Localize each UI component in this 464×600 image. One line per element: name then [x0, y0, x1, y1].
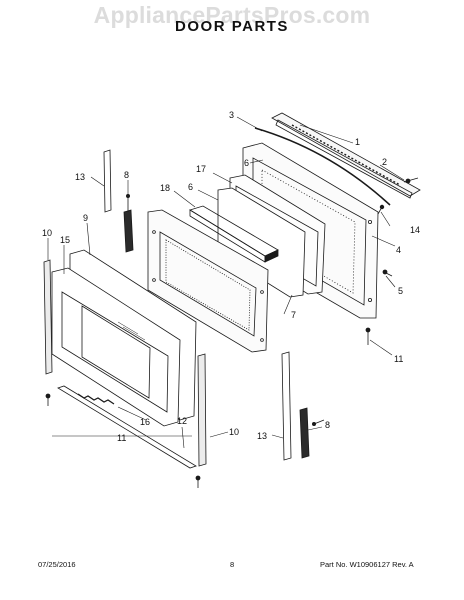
callout-6: 6 — [244, 158, 249, 168]
callout-6b: 6 — [188, 182, 193, 192]
part-screw-2 — [403, 177, 419, 184]
callout-labels: 1 2 3 4 5 6 6 7 8 8 9 10 10 11 11 12 13 … — [42, 110, 420, 443]
part-vent-trim — [271, 112, 421, 199]
part-screw-5 — [382, 269, 393, 277]
callout-7: 7 — [291, 310, 296, 320]
part-screw-11-right — [365, 327, 371, 345]
callout-16: 16 — [140, 417, 150, 427]
part-bottom-trim — [57, 385, 197, 469]
callout-1: 1 — [355, 137, 360, 147]
callout-17: 17 — [196, 164, 206, 174]
part-hinge-right — [281, 351, 325, 461]
callout-2: 2 — [382, 157, 387, 167]
callout-18: 18 — [160, 183, 170, 193]
footer-part-number: Part No. W10906127 Rev. A — [320, 560, 414, 569]
part-gasket-strip — [254, 127, 391, 206]
callout-10-right: 10 — [229, 427, 239, 437]
part-screw-14 — [377, 204, 385, 215]
page-title: DOOR PARTS — [175, 18, 289, 35]
callout-11-right: 11 — [394, 354, 403, 364]
footer-page-number: 8 — [230, 560, 235, 569]
callout-14: 14 — [410, 225, 420, 235]
callout-8-bottom: 8 — [325, 420, 330, 430]
footer-date: 07/25/2016 — [38, 560, 76, 569]
part-insulation — [189, 205, 279, 263]
callout-13-bottom: 13 — [257, 431, 267, 441]
callout-5: 5 — [398, 286, 403, 296]
callout-13-top: 13 — [75, 172, 85, 182]
part-door-liner — [147, 209, 269, 353]
callout-11-bottom: 11 — [117, 433, 126, 443]
callout-9: 9 — [83, 213, 88, 223]
leader-lines — [47, 116, 405, 449]
part-outer-door — [51, 249, 197, 427]
callout-12: 12 — [177, 416, 187, 426]
watermark: AppliancePartsPros.com — [93, 2, 371, 28]
callout-10-left: 10 — [42, 228, 52, 238]
part-side-trim-left — [43, 259, 53, 406]
part-side-trim-right — [195, 353, 207, 488]
callout-15: 15 — [60, 235, 70, 245]
callout-3: 3 — [229, 110, 234, 120]
part-hinge-left — [103, 149, 134, 253]
callout-8-top: 8 — [124, 170, 129, 180]
callout-4: 4 — [396, 245, 401, 255]
